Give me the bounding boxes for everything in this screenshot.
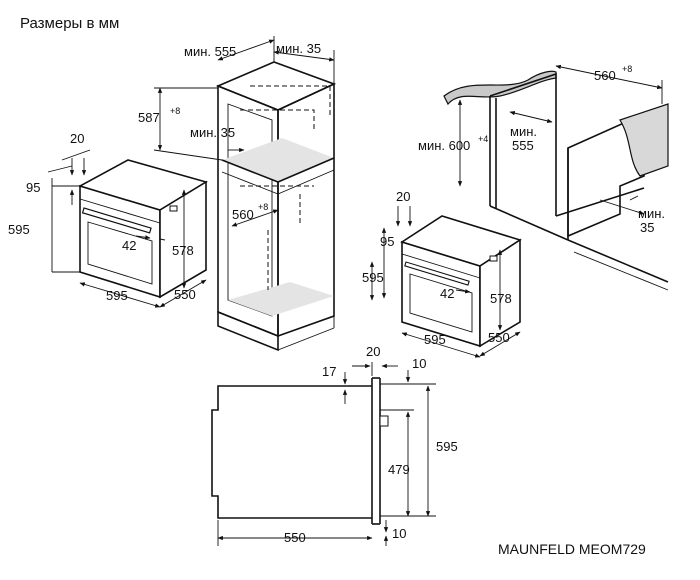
page-title: Размеры в мм bbox=[20, 15, 119, 32]
cabinet-height-587-tolerance: +8 bbox=[170, 106, 180, 116]
oven-left-handle-42-label: 42 bbox=[122, 238, 136, 253]
side-depth-20-label: 20 bbox=[366, 344, 380, 359]
oven-right-578-label: 578 bbox=[490, 291, 512, 306]
niche-min-600-label: мин. 600 bbox=[418, 138, 470, 153]
oven-right-drawing bbox=[369, 206, 522, 358]
niche-min-35-label-b: 35 bbox=[640, 220, 654, 235]
cabinet-min-35-label: мин. 35 bbox=[190, 125, 235, 140]
side-10-bottom-label: 10 bbox=[392, 526, 406, 541]
model-label: MAUNFELD MEOM729 bbox=[498, 541, 646, 557]
oven-right-depth-20-label: 20 bbox=[396, 189, 410, 204]
side-17-label: 17 bbox=[322, 364, 336, 379]
side-depth-550-label: 550 bbox=[284, 530, 306, 545]
oven-right-panel-95-label: 95 bbox=[380, 234, 394, 249]
side-10-top-label: 10 bbox=[412, 356, 426, 371]
oven-right-width-595-label: 595 bbox=[424, 332, 446, 347]
niche-min-555-label-b: 555 bbox=[512, 138, 534, 153]
cabinet-width-560-tolerance: +8 bbox=[258, 202, 268, 212]
niche-min-600-tolerance: +4 bbox=[478, 134, 488, 144]
oven-right-depth-550-label: 550 bbox=[488, 330, 510, 345]
oven-left-drawing bbox=[47, 149, 208, 308]
niche-width-560-tolerance: +8 bbox=[622, 64, 632, 74]
side-479-label: 479 bbox=[388, 462, 410, 477]
oven-left-panel-95-label: 95 bbox=[26, 180, 40, 195]
side-height-595-label: 595 bbox=[436, 439, 458, 454]
cabinet-min-555-label: мин. 555 bbox=[184, 44, 236, 59]
cabinet-height-587-label: 587 bbox=[138, 110, 160, 125]
niche-min-555-label-a: мин. bbox=[510, 124, 537, 139]
oven-left-width-595-label: 595 bbox=[106, 288, 128, 303]
niche-width-560-label: 560 bbox=[594, 68, 616, 83]
oven-left-height-595-label: 595 bbox=[8, 222, 30, 237]
cabinet-width-560-label: 560 bbox=[232, 207, 254, 222]
niche-min-35-label-a: мин. bbox=[638, 206, 665, 221]
cabinet-min-35-top-label: мин. 35 bbox=[276, 41, 321, 56]
oven-side-view-drawing bbox=[211, 362, 436, 546]
oven-left-depth-20-label: 20 bbox=[70, 131, 84, 146]
oven-right-handle-42-label: 42 bbox=[440, 286, 454, 301]
undercounter-niche-drawing bbox=[443, 64, 669, 291]
oven-left-depth-550-label: 550 bbox=[174, 287, 196, 302]
tall-cabinet-drawing bbox=[153, 36, 337, 352]
oven-left-578-label: 578 bbox=[172, 243, 194, 258]
oven-right-height-595-label: 595 bbox=[362, 270, 384, 285]
